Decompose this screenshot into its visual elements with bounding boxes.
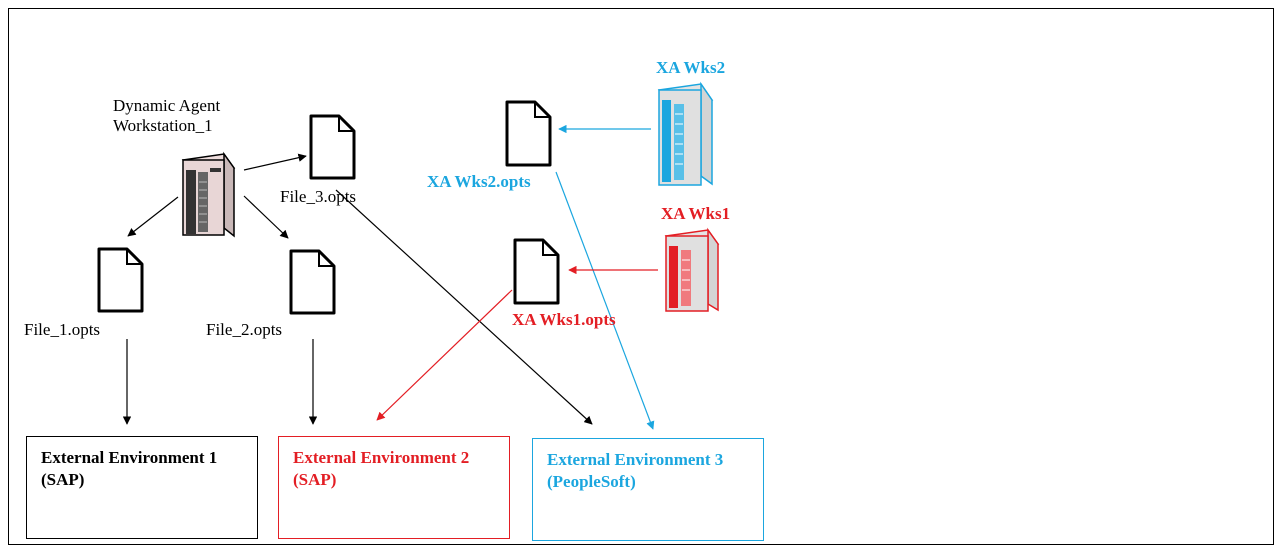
agent-server-icon xyxy=(181,151,236,238)
env1-title: External Environment 1 xyxy=(41,448,218,467)
file-3-icon xyxy=(309,114,356,180)
env2-subtitle: (SAP) xyxy=(293,470,337,489)
file-2-label: File_2.opts xyxy=(206,320,283,339)
arrow-agent-to-file2 xyxy=(243,195,289,239)
xa-wks2-file-label: XA Wks2.opts xyxy=(427,172,531,191)
arrow-agent-to-file3 xyxy=(243,153,307,171)
arrow-xawks2file-to-env3 xyxy=(555,171,655,430)
file-1-label: File_1.opts xyxy=(24,320,101,339)
xa-wks1-server-label: XA Wks1 xyxy=(661,204,731,223)
env3-title: External Environment 3 xyxy=(547,450,724,469)
file-1-icon xyxy=(97,247,144,313)
arrow-xawks1file-to-env2 xyxy=(376,289,513,421)
external-environment-1: External Environment 1 (SAP) xyxy=(26,436,258,539)
xa-wks2-server-icon xyxy=(657,81,714,186)
outer-frame xyxy=(8,8,1274,545)
arrow-file3-to-env3 xyxy=(335,189,593,425)
agent-label-line1: Dynamic Agent xyxy=(113,96,221,115)
agent-label-line2: Workstation_1 xyxy=(113,116,213,135)
file-3-label: File_3.opts xyxy=(280,187,357,206)
env2-title: External Environment 2 xyxy=(293,448,470,467)
xa-wks1-server-icon xyxy=(664,227,720,312)
xa-wks1-file-label: XA Wks1.opts xyxy=(512,310,616,329)
xa-wks2-server-label: XA Wks2 xyxy=(656,58,726,77)
arrow-agent-to-file1 xyxy=(127,196,179,237)
external-environment-2: External Environment 2 (SAP) xyxy=(278,436,510,539)
xa-wks1-file-icon xyxy=(513,238,560,305)
env3-subtitle: (PeopleSoft) xyxy=(547,472,636,491)
file-2-icon xyxy=(289,249,336,315)
external-environment-3: External Environment 3 (PeopleSoft) xyxy=(532,438,764,541)
env1-subtitle: (SAP) xyxy=(41,470,85,489)
xa-wks2-file-icon xyxy=(505,100,552,167)
